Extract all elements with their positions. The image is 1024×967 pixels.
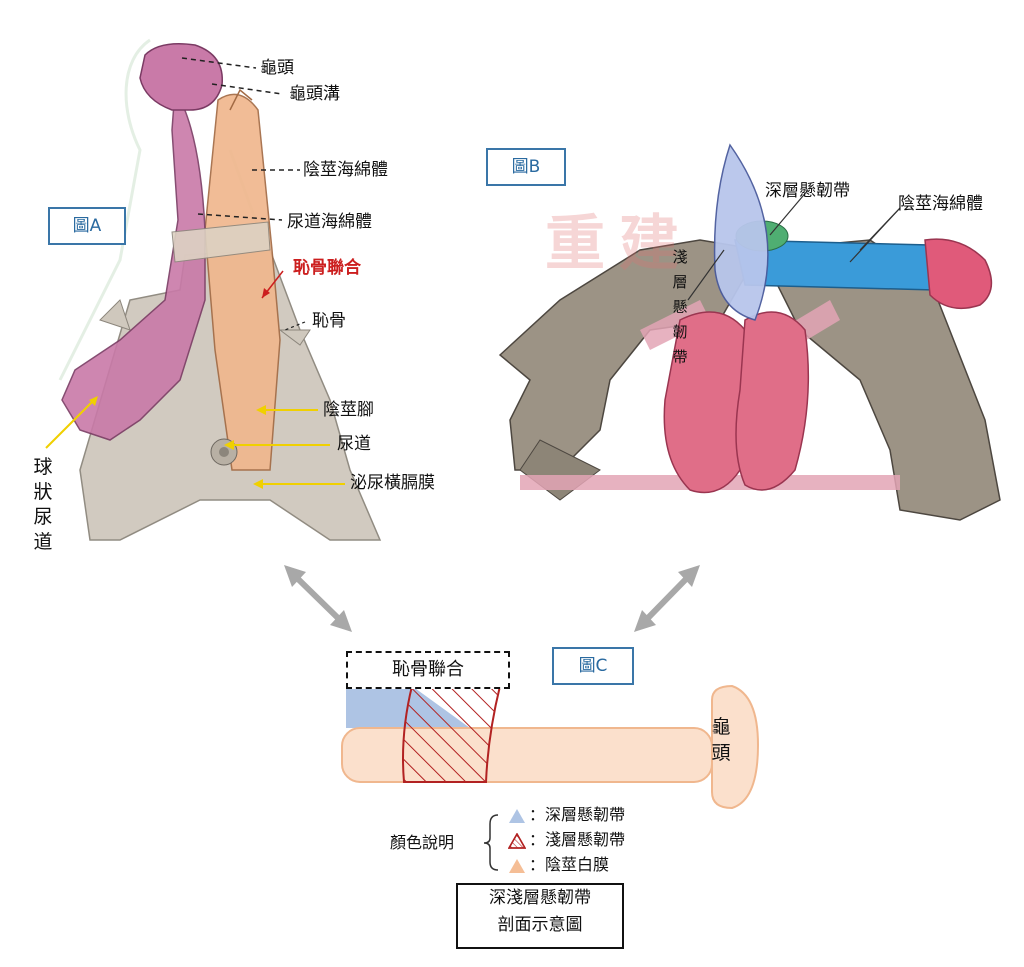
- watermark-text: 重建: [545, 209, 693, 279]
- figure-b-tag: 圖B: [486, 148, 566, 186]
- connector-arrows: [284, 565, 700, 632]
- blue-triangle-icon: [509, 808, 525, 823]
- legend-item-superficial-ligament: ：淺層懸韌帶: [507, 829, 625, 851]
- caption-line-2: 剖面示意圖: [497, 915, 583, 935]
- label-superficial-ligament-b: 淺 層 懸 韌 帶: [672, 248, 688, 366]
- pubic-symphysis-box: 恥骨聯合: [346, 651, 510, 689]
- label-urogenital-diaphragm: 泌尿橫膈膜: [350, 473, 435, 493]
- label-corpus-cavernosum-a: 陰莖海綿體: [303, 160, 388, 180]
- legend-item-deep-ligament: ：深層懸韌帶: [508, 804, 625, 826]
- label-corpus-spongiosum: 尿道海綿體: [287, 212, 372, 232]
- label-corpus-cavernosum-b: 陰莖海綿體: [898, 194, 983, 214]
- label-pubic-symphysis-a: 恥骨聯合: [293, 258, 361, 278]
- label-coronal-sulcus: 龜頭溝: [289, 84, 340, 104]
- figure-c-tag: 圖C: [552, 647, 634, 685]
- label-pubic-bone: 恥骨: [312, 311, 346, 331]
- figure-a-tag: 圖A: [48, 207, 126, 245]
- legend-item-tunica: ：陰莖白膜: [508, 854, 609, 876]
- caption-line-1: 深淺層懸韌帶: [489, 888, 591, 908]
- legend-title: 顏色說明: [390, 833, 455, 852]
- caption-box: 深淺層懸韌帶 剖面示意圖: [456, 883, 624, 949]
- label-crus: 陰莖腳: [323, 400, 374, 420]
- label-bulbar-urethra: 球 狀 尿 道: [33, 456, 53, 553]
- figure-c-schematic: [341, 684, 760, 871]
- hatched-triangle-icon: [507, 831, 527, 849]
- label-deep-ligament-b: 深層懸韌帶: [765, 181, 850, 201]
- label-glans-c: 龜 頭: [711, 716, 731, 764]
- double-arrow-right-icon: [634, 565, 700, 632]
- double-arrow-left-icon: [284, 565, 352, 632]
- orange-triangle-icon: [509, 858, 525, 873]
- figure-a-drawing: [45, 38, 382, 541]
- figure-b-drawing: [498, 143, 1001, 521]
- label-glans: 龜頭: [260, 58, 294, 78]
- label-urethra: 尿道: [337, 434, 371, 454]
